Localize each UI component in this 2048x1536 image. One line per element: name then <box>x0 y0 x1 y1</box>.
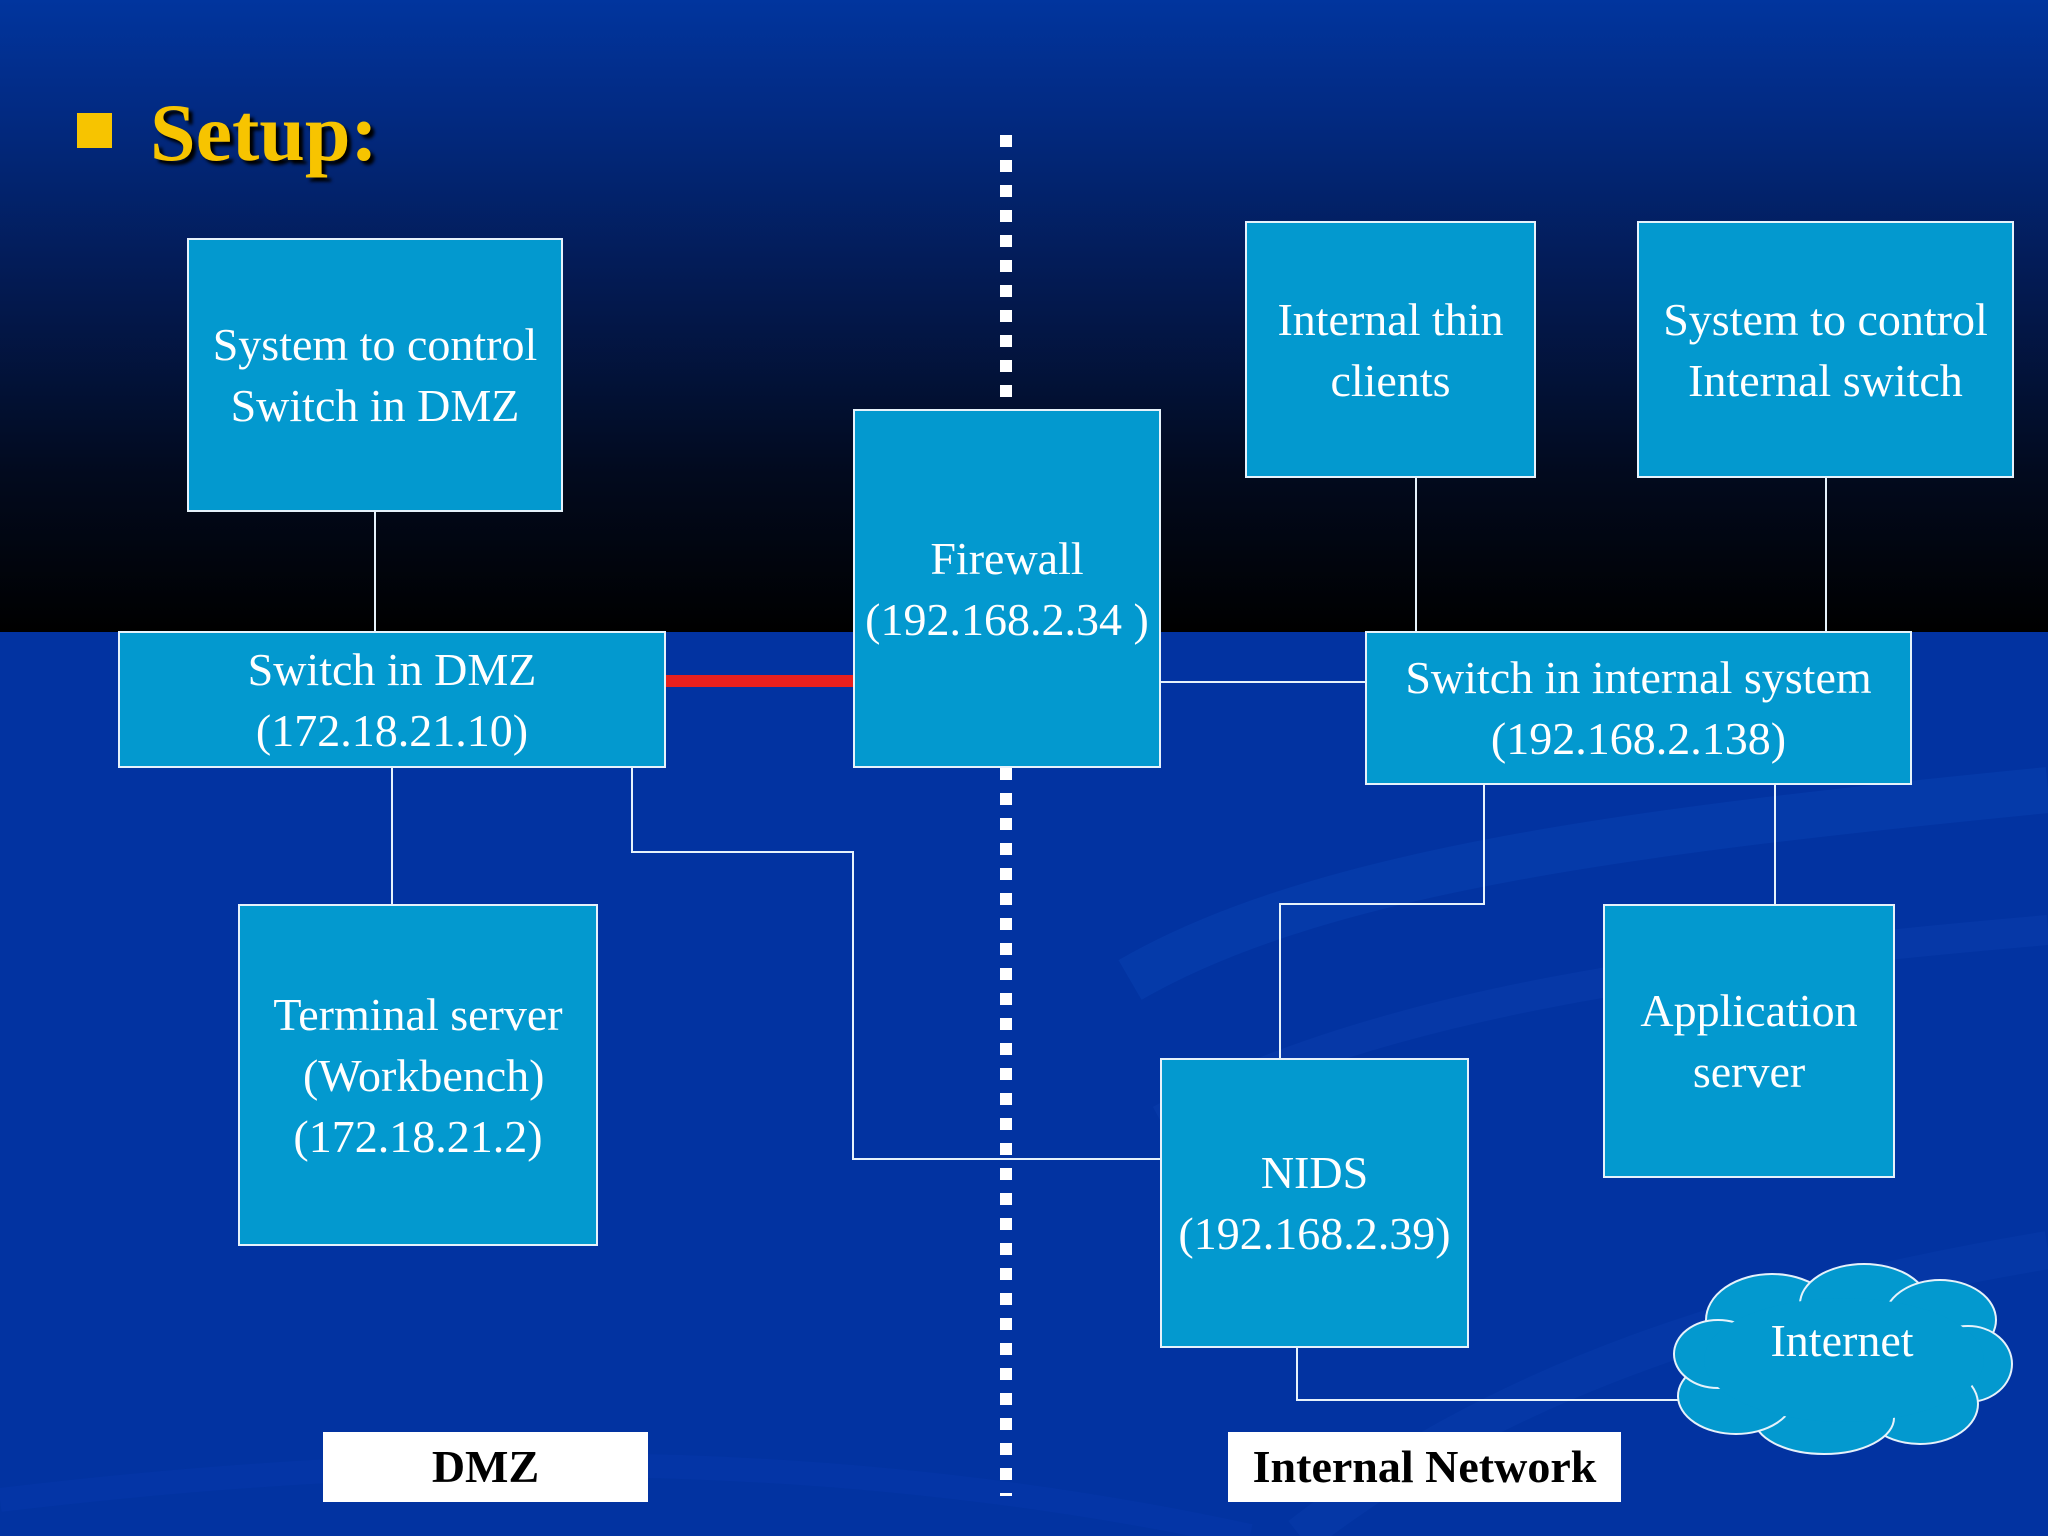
internet-label: Internet <box>1770 1315 1914 1366</box>
nids-label: NIDS (192.168.2.39) <box>1178 1147 1451 1259</box>
nids-box: NIDS (192.168.2.39) <box>1160 1058 1469 1348</box>
internal-switch-label: Switch in internal system (192.168.2.138… <box>1405 652 1872 764</box>
terminal-server-label: Terminal server (Workbench) (172.18.21.2… <box>273 988 563 1162</box>
link-nids-internet <box>1296 1348 1700 1401</box>
link-internal-switch-nids <box>1279 785 1485 1058</box>
firewall-box: Firewall (192.168.2.34 ) <box>853 409 1161 768</box>
internal-thin-clients-label: Internal thin clients <box>1277 293 1504 406</box>
internal-switch-box: Switch in internal system (192.168.2.138… <box>1365 631 1912 785</box>
internet-cloud: Internet <box>1668 1260 2016 1456</box>
link-dmz-switch-nids <box>631 768 1160 1160</box>
firewall-label: Firewall (192.168.2.34 ) <box>865 532 1149 645</box>
application-server-label: Application server <box>1640 985 1858 1097</box>
slide-title: Setup: <box>150 87 378 178</box>
terminal-server-box: Terminal server (Workbench) (172.18.21.2… <box>238 904 598 1246</box>
cloud-icon <box>1673 1263 2013 1455</box>
internal-network-zone-label: Internal Network <box>1228 1432 1621 1502</box>
internal-control-system-label: System to control Internal switch <box>1663 293 1988 406</box>
application-server-box: Application server <box>1603 904 1895 1178</box>
dmz-switch-box: Switch in DMZ (172.18.21.10) <box>118 631 666 768</box>
dmz-switch-label: Switch in DMZ (172.18.21.10) <box>247 643 537 756</box>
dmz-zone-label: DMZ <box>323 1432 648 1502</box>
internal-control-system-box: System to control Internal switch <box>1637 221 2014 478</box>
internal-thin-clients-box: Internal thin clients <box>1245 221 1536 478</box>
dmz-control-system-box: System to control Switch in DMZ <box>187 238 563 512</box>
dmz-control-system-label: System to control Switch in DMZ <box>212 319 538 431</box>
bullet-icon <box>77 113 112 148</box>
